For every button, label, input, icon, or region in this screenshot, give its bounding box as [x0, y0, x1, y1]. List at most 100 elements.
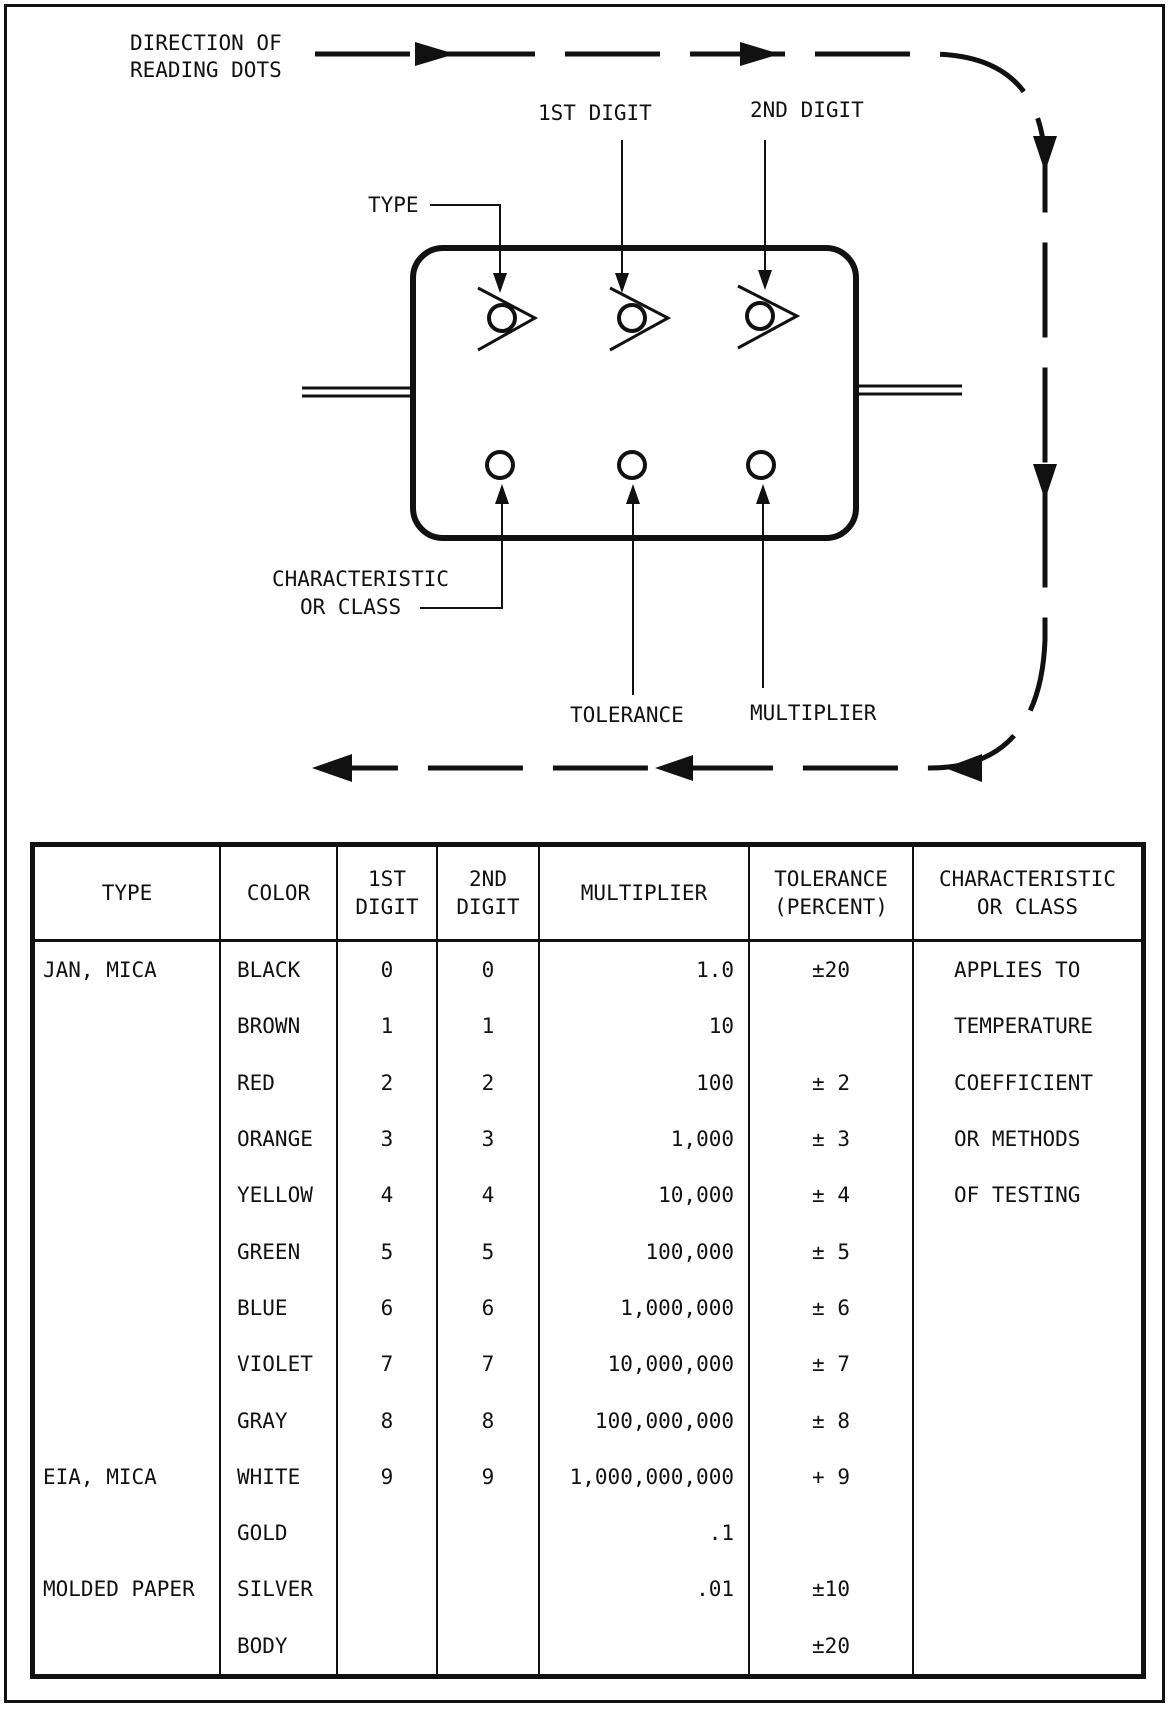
cell-tolerance: ± 6: [748, 1279, 913, 1337]
cell-first-digit: 7: [336, 1336, 437, 1393]
direction-label-line1: DIRECTION OF: [130, 31, 282, 55]
tolerance-label: TOLERANCE: [570, 703, 684, 727]
arrowhead-left-2: [312, 754, 352, 782]
cell-color: BLUE: [219, 1279, 337, 1337]
cell-second-digit: 0: [436, 940, 539, 999]
cell-second-digit: 3: [436, 1110, 539, 1168]
multiplier-dot: [746, 450, 776, 480]
cell-multiplier: 1.0: [538, 940, 749, 999]
arrowhead-right-1: [415, 42, 455, 66]
direction-arrowheads: [312, 42, 1057, 782]
cell-tolerance: ± 3: [748, 1110, 913, 1168]
cell-characteristic: [912, 1223, 1141, 1280]
cell-multiplier: 1,000,000: [538, 1279, 749, 1337]
cell-tolerance: ± 4: [748, 1167, 913, 1224]
cell-multiplier: 10,000,000: [538, 1336, 749, 1393]
cell-second-digit: 4: [436, 1167, 539, 1224]
cell-type: [35, 1111, 220, 1167]
cell-first-digit: 2: [336, 1054, 437, 1111]
page-frame: [4, 4, 1165, 1703]
tolerance-dot: [617, 450, 647, 480]
cell-second-digit: 5: [436, 1223, 539, 1280]
cell-first-digit: 1: [336, 998, 437, 1055]
cell-tolerance: ±10: [748, 1561, 913, 1618]
type-dot: [477, 286, 539, 352]
top-dots: [477, 284, 801, 352]
cell-color: BLACK: [219, 940, 337, 999]
arrowhead-right-2: [740, 42, 780, 66]
reading-direction-path: [315, 51, 1048, 771]
leader-arrowheads: [493, 270, 772, 504]
cell-tolerance: + 9: [748, 1448, 913, 1505]
cell-multiplier: 1,000,000,000: [538, 1448, 749, 1505]
cell-multiplier: 100,000,000: [538, 1392, 749, 1449]
arrowhead-down-2: [1033, 464, 1057, 500]
cell-tolerance: ± 5: [748, 1223, 913, 1280]
cell-characteristic: [912, 1448, 1141, 1505]
first-digit-label: 1ST DIGIT: [538, 101, 652, 125]
header-color: COLOR: [219, 847, 337, 942]
cell-multiplier: 1,000: [538, 1110, 749, 1168]
header-type: TYPE: [35, 847, 220, 942]
cell-second-digit: 8: [436, 1392, 539, 1449]
cell-type: MOLDED PAPER: [43, 1577, 195, 1602]
cell-second-digit: 1: [436, 998, 539, 1055]
cell-characteristic: [912, 1561, 1141, 1618]
capacitor-diagram: DIRECTION OF READING DOTS 1ST DIGIT 2ND …: [130, 31, 1057, 782]
characteristic-label-line2: OR CLASS: [300, 595, 401, 619]
cell-type: [35, 1167, 220, 1223]
type-label: TYPE: [368, 193, 419, 217]
cell-type: [35, 1336, 220, 1392]
cell-type: JAN, MICA: [43, 958, 157, 983]
cell-characteristic: [912, 1504, 1141, 1562]
capacitor-leads: [302, 384, 962, 398]
table-row: BODY ±20: [35, 1617, 1141, 1674]
cell-characteristic: COEFFICIENT: [912, 1054, 1141, 1111]
cell-tolerance: ±20: [748, 940, 913, 999]
type-leader: [430, 204, 501, 285]
cell-first-digit: [336, 1561, 437, 1618]
cell-first-digit: 5: [336, 1223, 437, 1280]
arrowhead-left-1: [655, 755, 693, 781]
cell-color: BROWN: [219, 998, 337, 1055]
cell-first-digit: 4: [336, 1167, 437, 1224]
characteristic-dot: [485, 450, 515, 480]
cell-second-digit: [436, 1561, 539, 1618]
cell-tolerance: ± 7: [748, 1336, 913, 1393]
arrowhead-down-1: [1033, 136, 1057, 172]
direction-label-line2: READING DOTS: [130, 58, 282, 82]
cell-second-digit: 2: [436, 1054, 539, 1111]
second-digit-dot: [737, 284, 801, 350]
cell-multiplier: 10,000: [538, 1167, 749, 1224]
cell-multiplier: 100,000: [538, 1223, 749, 1280]
bottom-dots: [485, 450, 776, 480]
cell-multiplier: [538, 1617, 749, 1674]
cell-first-digit: 0: [336, 940, 437, 999]
cell-multiplier: .1: [538, 1504, 749, 1562]
cell-tolerance: ±20: [748, 1617, 913, 1674]
cell-type: [35, 1055, 220, 1111]
cell-color: BODY: [219, 1617, 337, 1674]
cell-characteristic: [912, 1279, 1141, 1337]
cell-color: GOLD: [219, 1504, 337, 1562]
cell-type: EIA, MICA: [43, 1464, 157, 1489]
cell-characteristic: OF TESTING: [912, 1167, 1141, 1224]
cell-characteristic: [912, 1617, 1141, 1674]
cell-first-digit: 9: [336, 1448, 437, 1505]
cell-type: [35, 1224, 220, 1280]
cell-color: GREEN: [219, 1223, 337, 1280]
cell-color: SILVER: [219, 1561, 337, 1618]
cell-characteristic: [912, 1392, 1141, 1449]
cell-multiplier: 100: [538, 1054, 749, 1111]
